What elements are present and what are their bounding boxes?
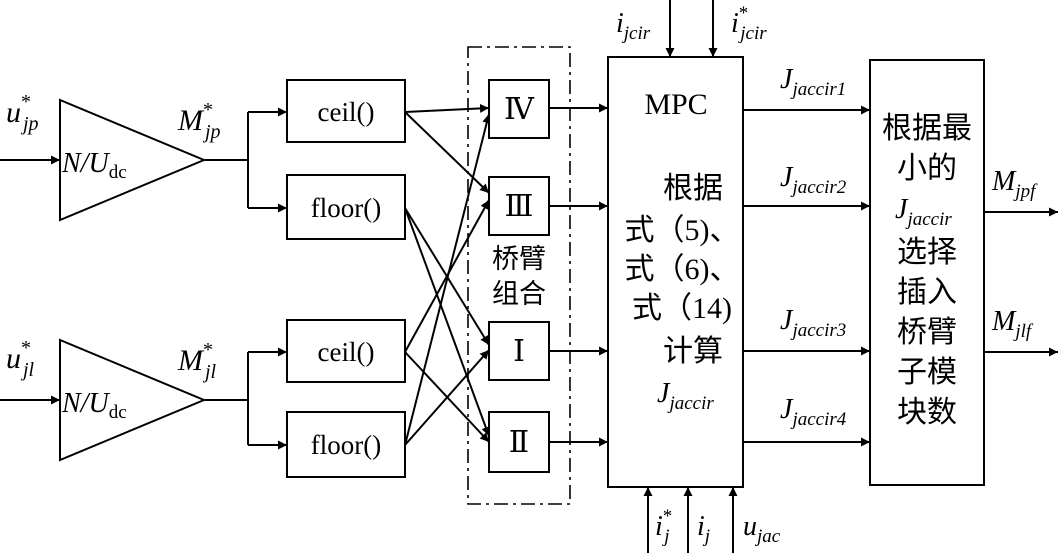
svg-text:桥臂: 桥臂 bbox=[897, 316, 957, 349]
gain-bot-label: N/U bbox=[61, 388, 110, 419]
svg-text:Ⅰ: Ⅰ bbox=[513, 335, 525, 368]
svg-text:N/Udc: N/Udc bbox=[61, 388, 127, 423]
svg-text:块数: 块数 bbox=[897, 396, 957, 429]
mpc-title: MPC bbox=[644, 88, 707, 121]
svg-text:floor(): floor() bbox=[311, 430, 381, 460]
svg-text:Ⅱ: Ⅱ bbox=[509, 426, 529, 459]
svg-text:式（6)、: 式（6)、 bbox=[625, 253, 740, 286]
svg-text:ceil(): ceil() bbox=[318, 337, 375, 367]
svg-text:根据: 根据 bbox=[663, 172, 723, 205]
arm-combination-wiring bbox=[404, 103, 492, 446]
svg-text:插入: 插入 bbox=[897, 276, 957, 309]
svg-text:计算: 计算 bbox=[663, 335, 723, 368]
svg-text:式（5)、: 式（5)、 bbox=[625, 214, 740, 247]
signal-i-j: ij bbox=[697, 511, 710, 547]
selection-var: Jjaccir bbox=[895, 194, 952, 230]
arm-group-frame bbox=[467, 46, 571, 505]
floor-block-top: floor() bbox=[286, 174, 406, 240]
gain-block-bottom: N/Udc bbox=[59, 338, 207, 462]
ceil-block-top: ceil() bbox=[286, 79, 406, 143]
signal-j-accir1: Jjaccir1 bbox=[780, 64, 846, 100]
svg-text:选择: 选择 bbox=[897, 236, 957, 269]
svg-text:子模: 子模 bbox=[897, 356, 957, 389]
svg-text:floor(): floor() bbox=[311, 193, 381, 223]
gain-bot-sub: dc bbox=[109, 402, 127, 423]
signal-j-accir3: Jjaccir3 bbox=[780, 305, 846, 341]
signal-m-jlf: Mjlf bbox=[991, 306, 1034, 342]
arm-group-label-2: 组合 bbox=[492, 279, 546, 309]
signal-i-jcir-ref: i*jcir bbox=[731, 3, 767, 44]
selection-block: 根据最 小的 Jjaccir 选择 插入 桥臂 子模 块数 bbox=[869, 59, 985, 486]
arm-box-ii: Ⅱ bbox=[488, 411, 550, 473]
signal-m-jpf: Mjpf bbox=[991, 166, 1038, 202]
signal-i-jcir: ijcir bbox=[616, 8, 651, 44]
mpc-block: MPC 根据 式（5)、 式（6)、 式（14) 计算 Jjaccir bbox=[607, 56, 744, 488]
signal-u-jp: u*jp bbox=[6, 91, 39, 135]
gain-top-label: N/U bbox=[61, 148, 110, 179]
arm-box-iii: Ⅲ bbox=[488, 176, 550, 236]
arm-box-iv: Ⅳ bbox=[488, 79, 550, 139]
svg-text:式（14): 式（14) bbox=[632, 292, 732, 325]
signal-i-j-ref: i*j bbox=[655, 506, 672, 547]
svg-text:Ⅲ: Ⅲ bbox=[505, 190, 534, 223]
svg-text:N/Udc: N/Udc bbox=[61, 148, 127, 183]
arm-box-i: Ⅰ bbox=[488, 321, 550, 381]
signal-m-jl: M*jl bbox=[177, 339, 217, 383]
signal-j-accir4: Jjaccir4 bbox=[780, 394, 847, 430]
floor-block-bottom: floor() bbox=[286, 411, 406, 478]
signal-u-jl: u*jl bbox=[6, 337, 35, 381]
arm-group-label-1: 桥臂 bbox=[492, 244, 546, 274]
signal-m-jp: M*jp bbox=[177, 99, 221, 143]
mpc-result: Jjaccir bbox=[657, 378, 714, 414]
svg-text:根据最: 根据最 bbox=[882, 112, 972, 145]
signal-u-jac: ujac bbox=[743, 511, 781, 547]
svg-text:Ⅳ: Ⅳ bbox=[504, 93, 535, 126]
signal-j-accir2: Jjaccir2 bbox=[780, 162, 847, 198]
svg-text:ceil(): ceil() bbox=[318, 97, 375, 127]
svg-text:小的: 小的 bbox=[897, 152, 957, 185]
gain-top-sub: dc bbox=[109, 162, 127, 183]
ceil-block-bottom: ceil() bbox=[286, 319, 406, 383]
